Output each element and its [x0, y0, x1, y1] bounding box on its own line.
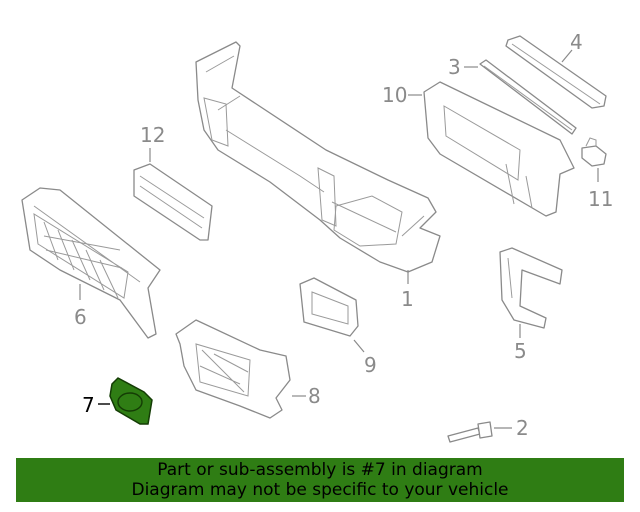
part-12-plate-bracket: [133, 163, 213, 241]
part-3-strip: [479, 59, 577, 135]
banner-line-1: Part or sub-assembly is #7 in diagram: [157, 460, 483, 480]
part-1-bumper-reinforcement: [195, 41, 441, 273]
part-9-sensor-bracket: [299, 277, 359, 337]
callout-2: 2: [516, 416, 529, 440]
callout-5: 5: [514, 339, 527, 363]
part-5-side-bracket: [499, 247, 563, 329]
part-6-grille: [21, 187, 161, 339]
part-8-lamp-bezel: [175, 319, 291, 419]
part-11-bolt: [581, 137, 607, 167]
leader-line-9: [353, 339, 365, 353]
callout-1: 1: [401, 287, 414, 311]
callout-7: 7: [82, 393, 95, 417]
callout-3: 3: [448, 55, 461, 79]
callout-9: 9: [364, 353, 377, 377]
callout-11: 11: [588, 187, 613, 211]
part-7-trim-highlighted: [109, 377, 153, 425]
part-4-bracket: [505, 35, 607, 109]
callout-6: 6: [74, 305, 87, 329]
leader-line-4: [561, 49, 573, 63]
banner-line-2: Diagram may not be specific to your vehi…: [131, 480, 509, 500]
part-10-support-panel: [423, 81, 575, 217]
part-2-push-pin: [447, 421, 493, 443]
callout-10: 10: [382, 83, 407, 107]
callout-12: 12: [140, 123, 165, 147]
callout-4: 4: [570, 30, 583, 54]
callout-8: 8: [308, 384, 321, 408]
notice-banner: Part or sub-assembly is #7 in diagram Di…: [16, 458, 624, 502]
